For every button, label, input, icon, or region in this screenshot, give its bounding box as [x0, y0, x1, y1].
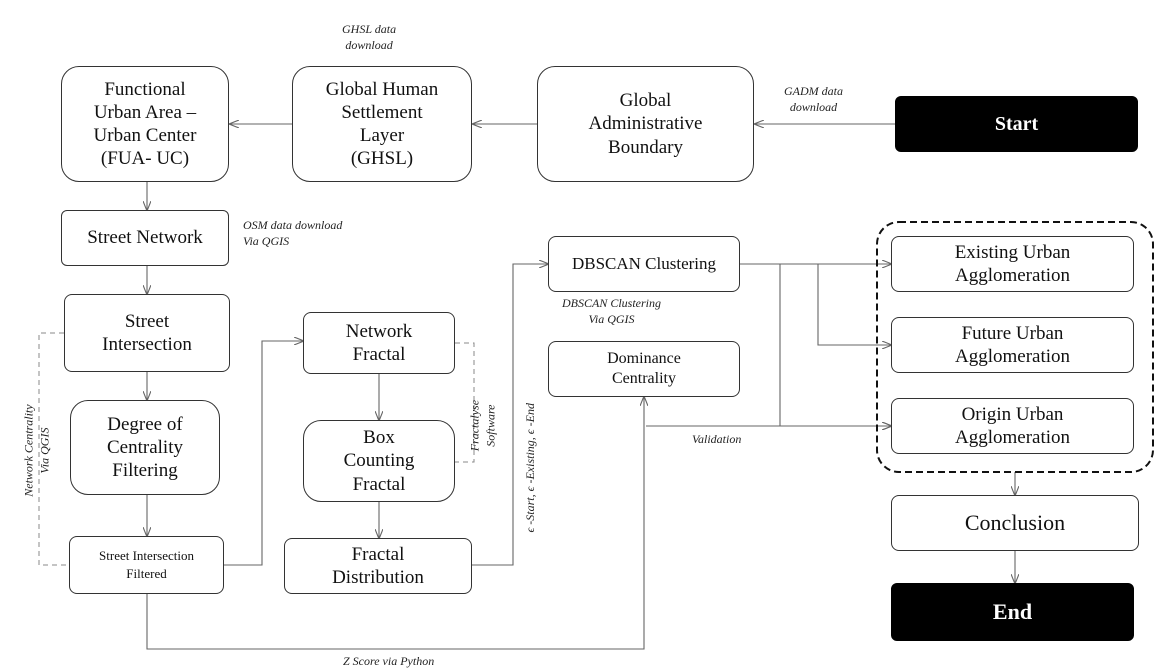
fractal-distribution-node: Fractal Distribution	[284, 538, 472, 594]
existing-urban-node: Existing Urban Agglomeration	[891, 236, 1134, 292]
ghsl-download-note: GHSL data download	[342, 22, 397, 52]
output-group-frame	[876, 221, 1154, 473]
network-fractal-node: Network Fractal	[303, 312, 455, 374]
future-urban-node: Future Urban Agglomeration	[891, 317, 1134, 373]
box-counting-node: Box Counting Fractal	[303, 420, 455, 502]
dashed-fractalyse	[455, 342, 475, 463]
dashed-network-centrality	[38, 332, 69, 566]
street-intersection-filtered-node: Street Intersection Filtered	[69, 536, 224, 594]
network-centrality-note: Network Centrality Via QGIS	[21, 404, 51, 497]
start-node: Start	[895, 96, 1138, 152]
global-admin-boundary-node: Global Administrative Boundary	[537, 66, 754, 182]
validation-note: Validation	[692, 432, 742, 446]
fua-uc-node: Functional Urban Area – Urban Center (FU…	[61, 66, 229, 182]
zscore-note: Z Score via Python	[343, 654, 435, 668]
edge-dbscan-future	[817, 264, 891, 345]
street-network-node: Street Network	[61, 210, 229, 266]
street-intersection-node: Street Intersection	[64, 294, 230, 372]
edge-filtered-netfractal	[224, 341, 303, 566]
end-node: End	[891, 583, 1134, 641]
dominance-centrality-node: Dominance Centrality	[548, 341, 740, 397]
gadm-download-note: GADM data download	[784, 84, 843, 114]
dbscan-qgis-note: DBSCAN Clustering Via QGIS	[562, 296, 662, 326]
osm-download-note: OSM data download Via QGIS	[243, 218, 343, 248]
edge-filtered-dominance	[146, 397, 644, 650]
fractalyse-note: Fractalyse Software	[467, 399, 497, 452]
ghsl-node: Global Human Settlement Layer (GHSL)	[292, 66, 472, 182]
origin-urban-node: Origin Urban Agglomeration	[891, 398, 1134, 454]
conclusion-node: Conclusion	[891, 495, 1139, 551]
edge-distribution-dbscan	[472, 264, 548, 566]
degree-centrality-node: Degree of Centrality Filtering	[70, 400, 220, 495]
epsilon-note: ϵ -Start, ϵ -Existing, ϵ -End	[523, 403, 538, 533]
dbscan-node: DBSCAN Clustering	[548, 236, 740, 292]
